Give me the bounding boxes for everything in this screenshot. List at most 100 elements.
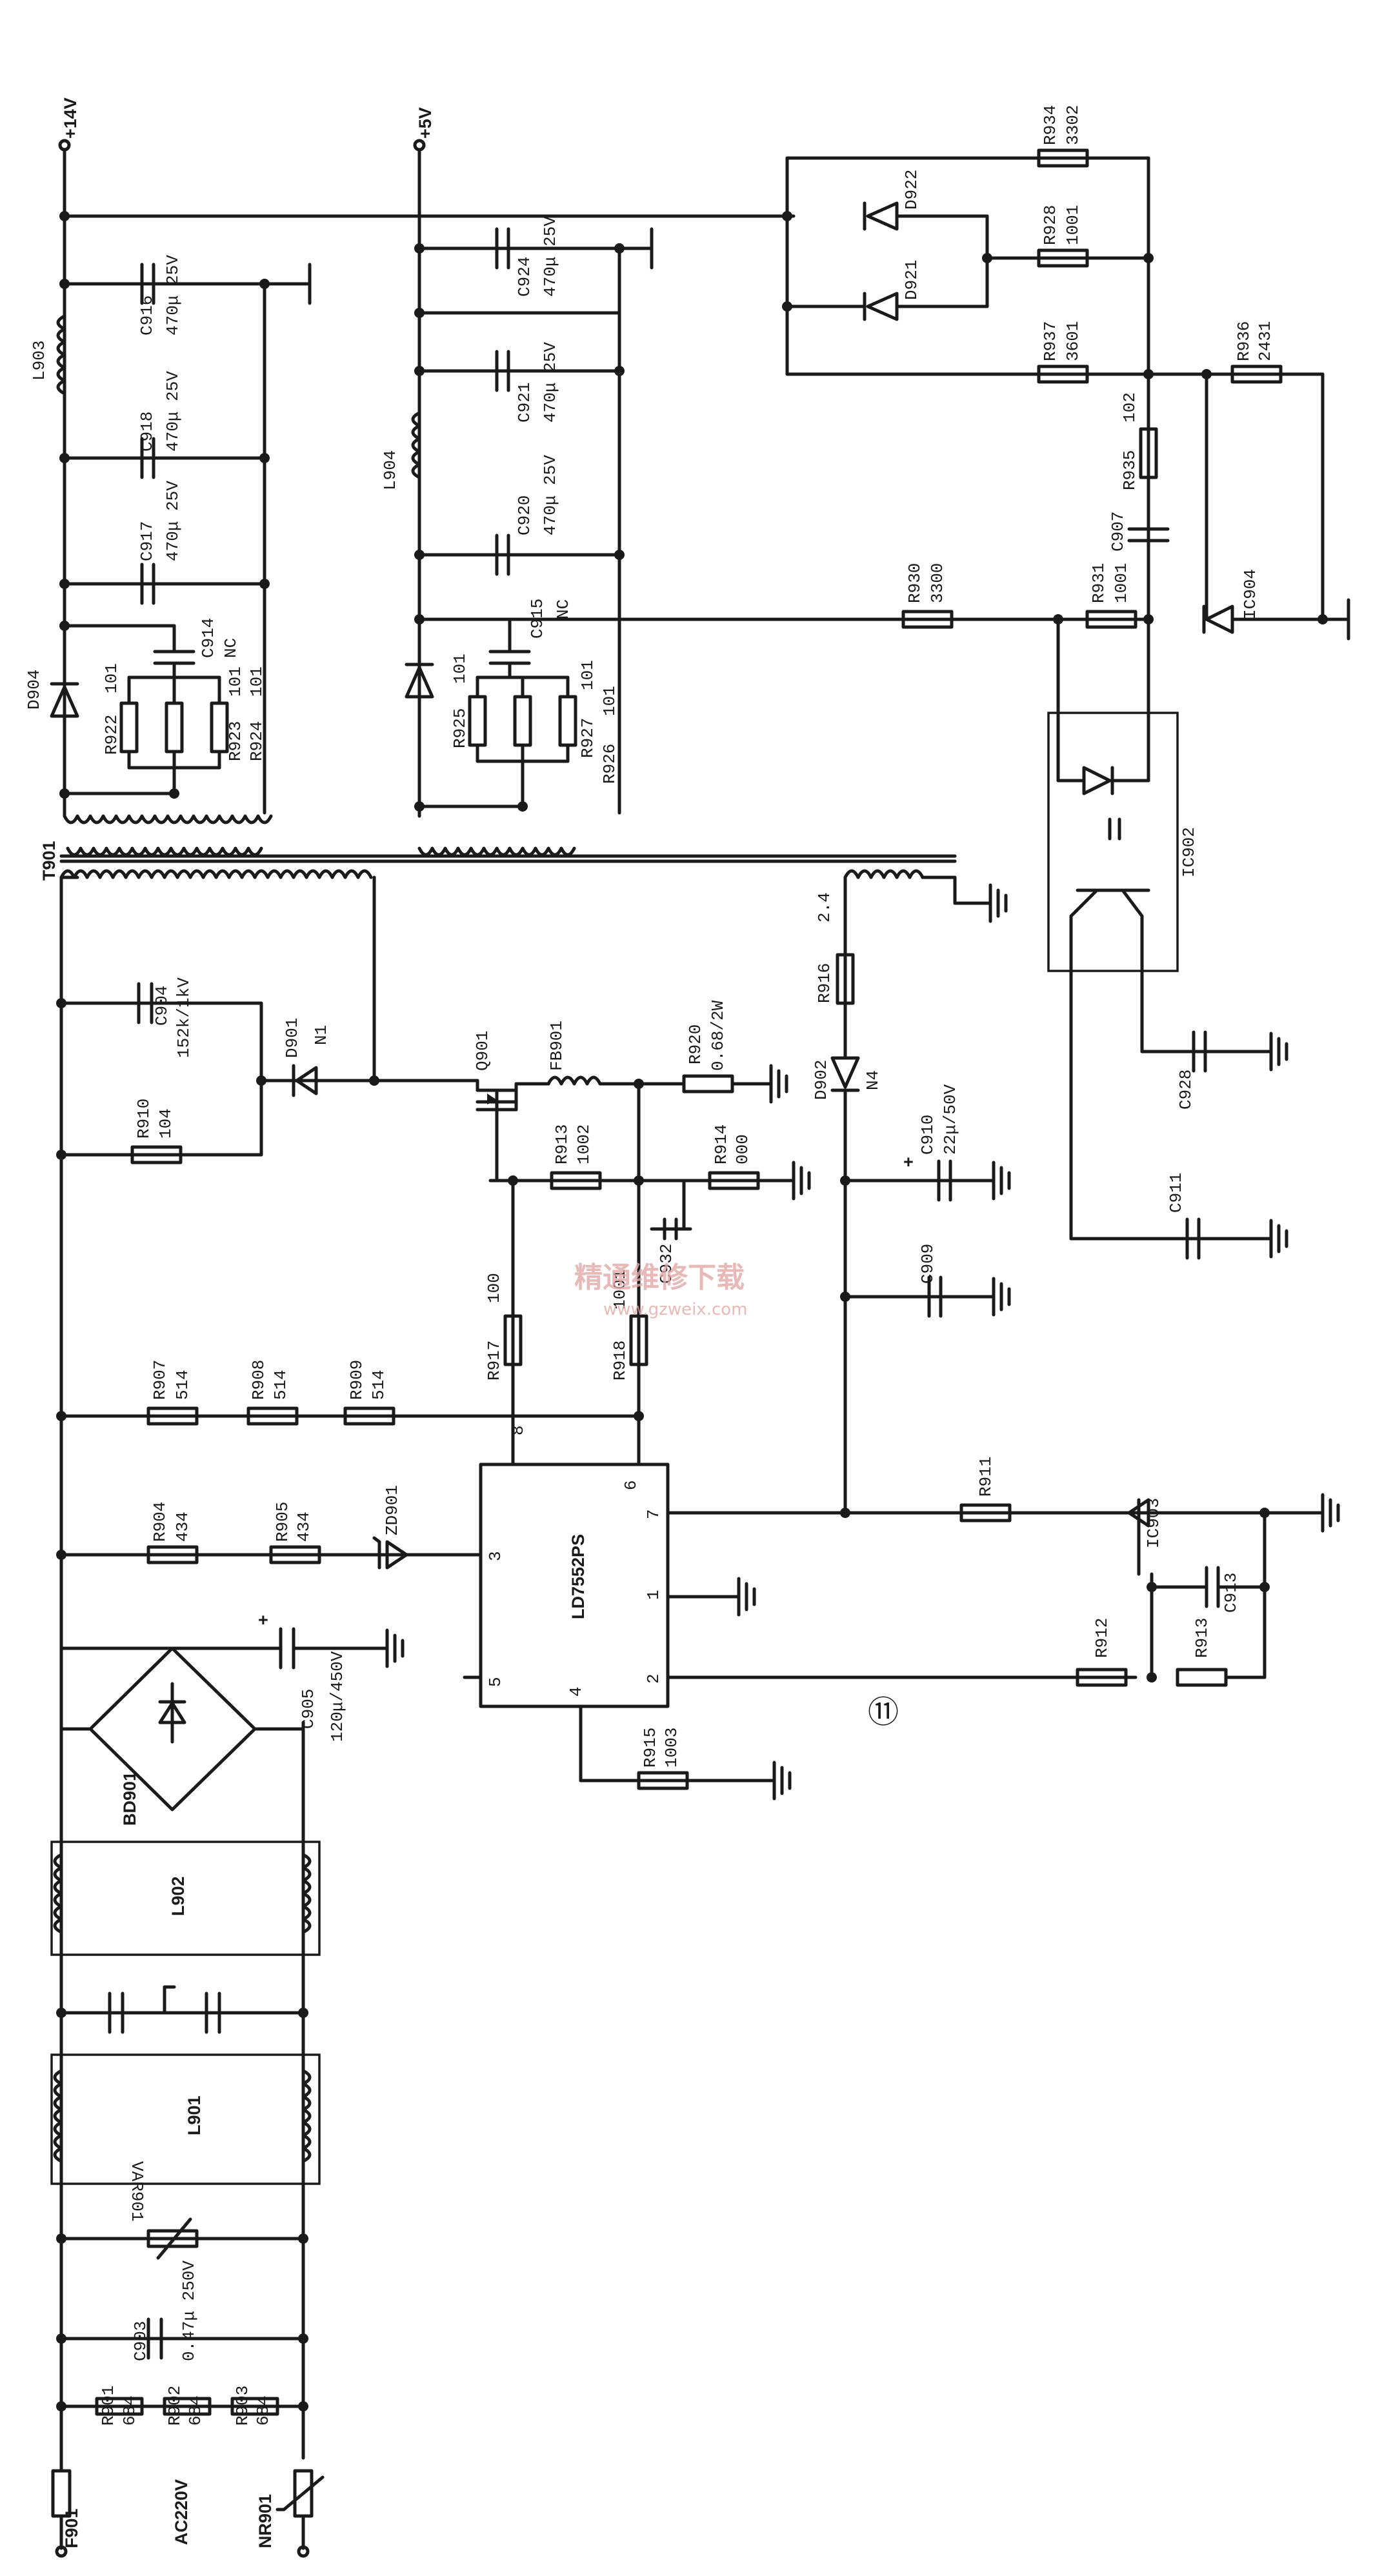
pin-4: 4 bbox=[566, 1686, 586, 1697]
value-r923: 101 bbox=[226, 666, 245, 697]
value-r909: 514 bbox=[369, 1370, 388, 1400]
labels: +14V +5V F901 NR901 AC220V R901 684 R902… bbox=[25, 97, 1275, 2548]
label-r930: R930 bbox=[905, 563, 925, 603]
value-c918: 470μ 25V bbox=[163, 371, 183, 452]
page-marker: ⑪ bbox=[868, 1694, 899, 1730]
thermistor-nr901 bbox=[276, 2469, 325, 2558]
value-c916: 470μ 25V bbox=[163, 255, 183, 335]
value-r927: 101 bbox=[578, 660, 597, 690]
label-bd901: BD901 bbox=[120, 1772, 139, 1826]
value-r908: 514 bbox=[271, 1370, 290, 1400]
value-r922: 101 bbox=[102, 663, 121, 694]
value-r936: 2431 bbox=[1256, 321, 1275, 361]
value-r902: 684 bbox=[186, 2395, 205, 2426]
label-var901: VAR901 bbox=[127, 2161, 146, 2222]
label-r936: R936 bbox=[1234, 321, 1254, 361]
label-l904: L904 bbox=[381, 450, 400, 490]
diode-d901 bbox=[292, 1064, 318, 1097]
label-r925: R925 bbox=[450, 708, 470, 748]
value-r917: 100 bbox=[485, 1273, 504, 1303]
label-c932: C932 bbox=[657, 1244, 676, 1284]
primary-bus bbox=[56, 875, 641, 1650]
value-r907: 514 bbox=[173, 1370, 192, 1400]
pin-8: 8 bbox=[508, 1425, 528, 1435]
label-ic902: IC902 bbox=[1179, 827, 1199, 877]
label-r916: R916 bbox=[815, 963, 834, 1003]
value-r905: 434 bbox=[294, 1512, 314, 1542]
label-r901: R901 bbox=[99, 2386, 118, 2426]
label-r935: R935 bbox=[1120, 450, 1139, 490]
label-r912: R912 bbox=[1092, 1618, 1112, 1658]
label-r915: R915 bbox=[641, 1728, 660, 1768]
value-r913a: 1002 bbox=[574, 1124, 594, 1164]
label-r910: R910 bbox=[134, 1099, 154, 1139]
aux-supply: + bbox=[830, 953, 1338, 1687]
value-c924: 470μ 25V bbox=[541, 216, 560, 297]
label-zd901: ZD901 bbox=[383, 1485, 402, 1535]
rail-5v-label: +5V bbox=[416, 107, 435, 139]
label-d901: D901 bbox=[283, 1018, 302, 1058]
label-r903: R903 bbox=[233, 2386, 252, 2426]
value-r915: 1003 bbox=[662, 1728, 681, 1768]
input-section: + bbox=[50, 1610, 403, 2558]
value-r928: 1001 bbox=[1063, 205, 1083, 245]
label-r917: R917 bbox=[485, 1341, 504, 1381]
label-c909: C909 bbox=[918, 1244, 937, 1284]
label-c913: C913 bbox=[1221, 1573, 1241, 1613]
label-r934: R934 bbox=[1041, 105, 1060, 145]
label-ic903: IC903 bbox=[1144, 1498, 1163, 1548]
value-r931: 1001 bbox=[1112, 563, 1131, 603]
label-d904: D904 bbox=[25, 670, 44, 710]
label-c915: C915 bbox=[528, 599, 547, 639]
value-c914: NC bbox=[221, 638, 241, 658]
value-r934: 3302 bbox=[1063, 105, 1083, 145]
label-c924: C924 bbox=[515, 257, 534, 297]
label-r918: R918 bbox=[610, 1341, 630, 1381]
label-n4: N4 bbox=[863, 1070, 883, 1090]
value-c903: 0.47μ 250V bbox=[179, 2261, 199, 2361]
label-c916: C916 bbox=[137, 295, 157, 335]
label-r908: R908 bbox=[249, 1360, 268, 1400]
pwm-controller bbox=[463, 1463, 1137, 1799]
pin-6: 6 bbox=[621, 1480, 641, 1490]
switch-stage bbox=[476, 1066, 809, 1466]
label-c905: C905 bbox=[299, 1689, 318, 1729]
label-r913a: R913 bbox=[552, 1124, 572, 1164]
label-n1: N1 bbox=[312, 1025, 331, 1045]
value-c920: 470μ 25V bbox=[541, 455, 560, 535]
label-fb901: FB901 bbox=[547, 1021, 566, 1071]
watermark-text: 精通维修下载 bbox=[574, 1261, 745, 1294]
label-t901: T901 bbox=[39, 841, 59, 881]
value-c915: NC bbox=[554, 599, 573, 619]
label-r924: R924 bbox=[247, 721, 266, 761]
value-r920: 0.68/2W bbox=[708, 1000, 728, 1071]
value-r914: 000 bbox=[733, 1134, 752, 1164]
output-5v bbox=[405, 139, 1086, 818]
transformer-t901 bbox=[59, 846, 1006, 957]
label-r909: R909 bbox=[347, 1360, 366, 1400]
value-r903: 684 bbox=[254, 2395, 273, 2426]
value-r926: 101 bbox=[600, 686, 619, 716]
rail-14v-label: +14V bbox=[61, 97, 80, 139]
value-r935: 102 bbox=[1120, 392, 1139, 423]
label-f901: F901 bbox=[62, 2508, 81, 2548]
svg-text:+: + bbox=[903, 1152, 914, 1172]
label-c918: C918 bbox=[137, 412, 157, 452]
label-r931: R931 bbox=[1089, 563, 1108, 603]
value-c904: 152k/1kV bbox=[174, 977, 194, 1058]
label-c910: C910 bbox=[918, 1115, 937, 1155]
label-r904: R904 bbox=[150, 1502, 170, 1542]
ic-ld7552ps-label: LD7552PS bbox=[568, 1534, 588, 1619]
output-14v bbox=[50, 139, 796, 824]
label-c911: C911 bbox=[1167, 1173, 1186, 1213]
label-c928: C928 bbox=[1176, 1070, 1196, 1110]
value-r904: 434 bbox=[173, 1512, 192, 1542]
label-ac220v: AC220V bbox=[172, 2479, 191, 2545]
label-l901: L901 bbox=[185, 2095, 204, 2135]
label-nr901: NR901 bbox=[256, 2494, 275, 2548]
label-r937: R937 bbox=[1041, 321, 1060, 361]
label-c921: C921 bbox=[515, 383, 534, 423]
label-c914: C914 bbox=[199, 618, 218, 658]
value-r925: 101 bbox=[450, 654, 470, 684]
